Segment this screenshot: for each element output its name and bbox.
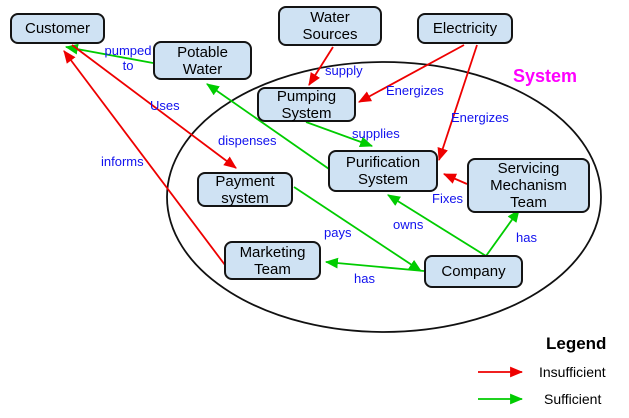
edge-label-supplies: supplies [352, 126, 400, 141]
node-servicing-mechanism-team: Servicing Mechanism Team [467, 158, 590, 213]
node-company: Company [424, 255, 523, 288]
edge-label-pays: pays [324, 225, 352, 240]
system-boundary-label: System [513, 66, 578, 86]
edge-uses-line [71, 44, 237, 169]
node-electricity: Electricity [417, 13, 513, 44]
edge-fixes-line [443, 173, 468, 185]
edge-informs-line [63, 50, 226, 266]
edge-label-has-servicing: has [516, 230, 537, 245]
edge-owns-line [387, 194, 487, 257]
edge-label-pumped-to: pumped to [104, 43, 152, 73]
edge-label-uses: Uses [150, 98, 180, 113]
edge-supply-line [308, 46, 334, 86]
node-water-sources: Water Sources [278, 6, 382, 46]
edge-label-informs: informs [101, 154, 144, 169]
legend-item-insufficient: Insufficient [539, 364, 606, 380]
node-purification-system: Purification System [328, 150, 438, 192]
edge-label-dispenses: dispenses [218, 133, 277, 148]
edge-label-owns: owns [393, 217, 424, 232]
edge-label-energizes-purification: Energizes [451, 110, 509, 125]
edge-pays-line [293, 186, 422, 272]
legend-title: Legend [546, 334, 607, 353]
legend-item-sufficient: Sufficient [544, 391, 602, 407]
node-payment-system: Payment system [197, 172, 293, 207]
edge-has-marketing-line [324, 257, 425, 272]
edge-energizes-purification-line [437, 44, 478, 162]
system-boundary-ellipse [166, 61, 602, 333]
edge-label-has-marketing: has [354, 271, 375, 286]
edge-energizes-pumping-line [358, 44, 465, 103]
node-marketing-team: Marketing Team [224, 241, 321, 280]
edge-pumped-to-line [64, 43, 154, 64]
node-potable-water: Potable Water [153, 41, 252, 80]
edge-label-fixes: Fixes [432, 191, 464, 206]
edge-has-servicing-line [485, 209, 520, 257]
edge-label-energizes-pumping: Energizes [386, 83, 444, 98]
edge-supplies-line [305, 121, 374, 148]
node-customer: Customer [10, 13, 105, 44]
edge-label-supply: supply [325, 63, 363, 78]
node-pumping-system: Pumping System [257, 87, 356, 122]
edge-dispenses-line [206, 83, 330, 170]
